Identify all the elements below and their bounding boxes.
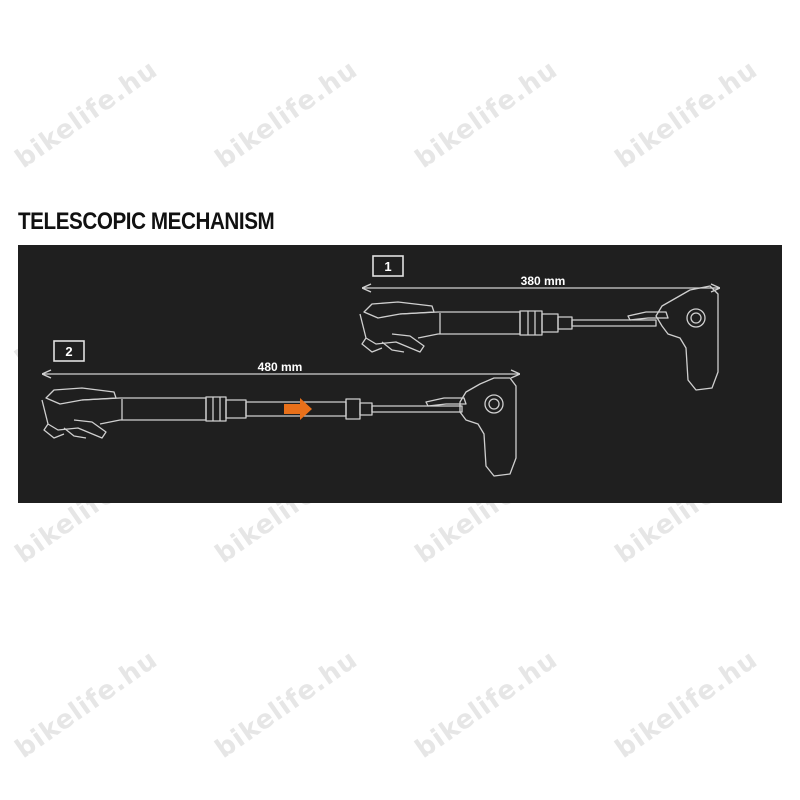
pump-1-group: 1 380 mm bbox=[359, 255, 720, 391]
pump-1 bbox=[359, 285, 719, 391]
step-1-number: 1 bbox=[384, 259, 391, 274]
pump-2-group: 2 480 mm bbox=[41, 340, 520, 477]
diagram-title: TELESCOPIC MECHANISM bbox=[18, 208, 275, 235]
pump-2 bbox=[41, 377, 517, 477]
step-1-box bbox=[372, 255, 404, 277]
step-2-box bbox=[53, 340, 85, 362]
extension-arrow-icon bbox=[284, 398, 312, 420]
length-label-1: 380 mm bbox=[521, 274, 566, 288]
length-label-2: 480 mm bbox=[258, 360, 303, 374]
step-2-number: 2 bbox=[65, 344, 72, 359]
